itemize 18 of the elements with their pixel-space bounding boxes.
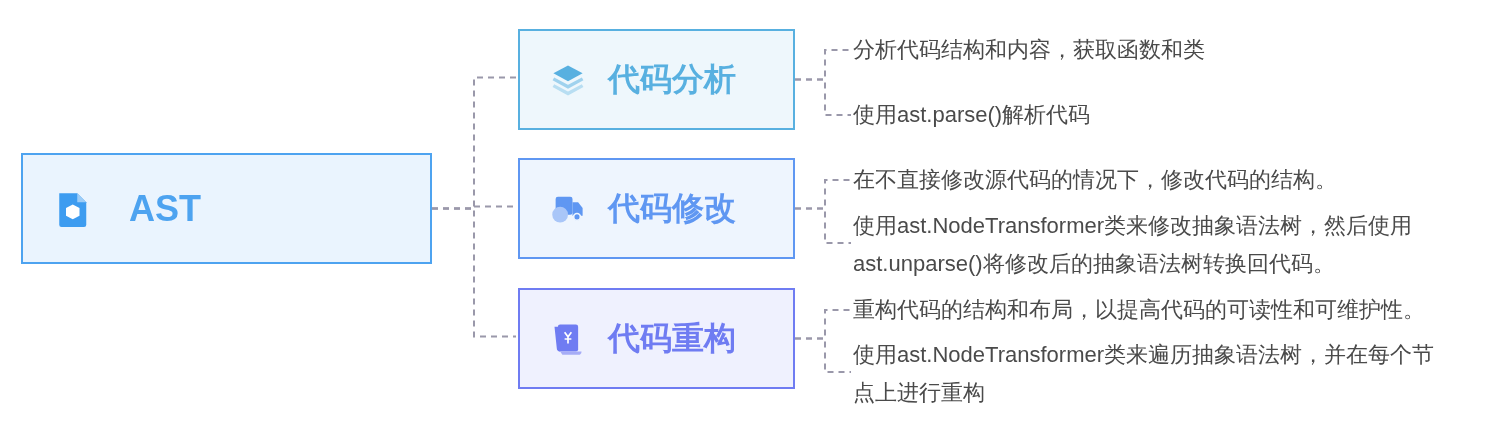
connector	[794, 207, 852, 244]
connector	[794, 337, 852, 373]
topic-title: AST	[129, 187, 201, 230]
subtopic-text: 使用ast.NodeTransformer类来遍历抽象语法树，并在每个节点上进行重构	[853, 336, 1445, 412]
subtopic-text: 使用ast.NodeTransformer类来修改抽象语法树，然后使用ast.unparse()将修改后的抽象语法树转换回代码。	[853, 207, 1483, 283]
subtopic-text: 分析代码结构和内容，获取函数和类	[853, 31, 1453, 69]
connector	[794, 78, 852, 116]
topic-title: 代码修改	[608, 188, 736, 228]
topic-title: 代码分析	[608, 59, 736, 99]
subtopic-text: 使用ast.parse()解析代码	[853, 96, 1453, 134]
topic-box	[518, 158, 795, 259]
topic-box	[518, 288, 795, 389]
subtopic-text: 在不直接修改源代码的情况下，修改代码的结构。	[853, 161, 1473, 199]
connector	[431, 207, 517, 338]
root-topic-box	[21, 153, 432, 264]
topic-box	[518, 29, 795, 130]
topic-title: 代码重构	[608, 318, 736, 358]
subtopic-text: 重构代码的结构和布局，以提高代码的可读性和可维护性。	[853, 291, 1483, 329]
